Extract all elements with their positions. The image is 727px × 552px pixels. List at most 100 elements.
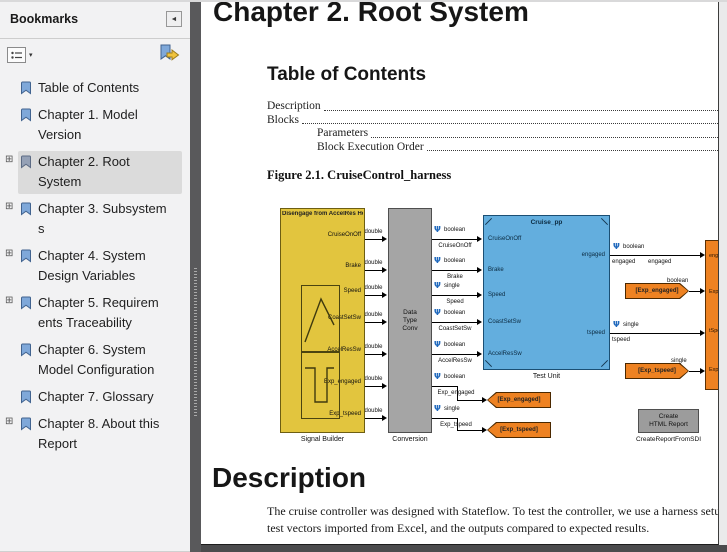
bookmark-icon xyxy=(21,249,31,263)
block-caption: Signal Builder xyxy=(300,436,345,443)
wire-name-label: engaged xyxy=(648,259,672,265)
signal-wire xyxy=(689,371,700,372)
test-point-icon: Ψ xyxy=(613,242,620,251)
signal-wire xyxy=(365,354,384,355)
signal-builder-block: Disengage from AccelRes Ho CruiseOnOff B… xyxy=(280,208,365,433)
signal-wire xyxy=(432,295,478,296)
arrowhead xyxy=(700,330,705,336)
bookmark-item-chapter1[interactable]: Chapter 1. Model Version xyxy=(0,104,190,147)
test-point-icon: Ψ xyxy=(434,256,441,265)
output-port-label: AccelResSw xyxy=(327,347,361,353)
bookmark-icon xyxy=(21,81,31,95)
from-tag-exp-engaged: [Exp_engaged] xyxy=(625,283,689,299)
signal-wire xyxy=(432,354,478,355)
ramp-waveform-icon xyxy=(301,285,340,353)
page-right-margin xyxy=(719,2,727,545)
block-caption: Test Unit xyxy=(532,373,561,380)
arrowhead xyxy=(477,236,482,242)
dropdown-arrow-icon: ▾ xyxy=(29,52,33,59)
arrowhead xyxy=(477,351,482,357)
signal-wire xyxy=(365,270,384,271)
test-point-icon: Ψ xyxy=(434,404,441,413)
test-point-icon: Ψ xyxy=(434,281,441,290)
test-point-icon: Ψ xyxy=(434,308,441,317)
description-line: test vectors imported from Excel, and th… xyxy=(267,521,650,535)
bookmark-options-button[interactable]: ▾ xyxy=(7,47,33,63)
wire-type-label: boolean xyxy=(444,310,466,316)
output-port-label: Exp_tspeed xyxy=(329,411,361,417)
panel-resize-divider[interactable] xyxy=(190,0,201,552)
bookmark-item-chapter8[interactable]: ⊞ Chapter 8. About this Report xyxy=(0,413,190,456)
bookmark-item-chapter3[interactable]: ⊞ Chapter 3. Subsystem s xyxy=(0,198,190,241)
expander-icon[interactable]: ⊞ xyxy=(5,295,14,306)
bookmark-item-chapter5[interactable]: ⊞ Chapter 5. Requirem ents Traceability xyxy=(0,292,190,335)
dot-leader xyxy=(371,127,718,138)
link-badge-icon xyxy=(600,359,609,368)
window-top-edge xyxy=(190,0,727,2)
bookmark-icon xyxy=(21,417,31,431)
signal-wire xyxy=(365,322,384,323)
bookmark-label: Chapter 3. Subsystem s xyxy=(38,201,167,236)
output-port-label: CoastSetSw xyxy=(327,315,361,321)
wire-type-label: boolean xyxy=(623,244,645,250)
wire-name-label: CruiseOnOff xyxy=(438,243,472,249)
output-port-label: engaged xyxy=(581,252,605,258)
wire-name-label: engaged xyxy=(612,259,636,265)
output-port-label: CruiseOnOff xyxy=(327,232,361,238)
bookmark-label: Chapter 5. Requirem ents Traceability xyxy=(38,295,159,330)
bookmark-label: Chapter 6. System Model Configuration xyxy=(38,342,155,377)
bookmark-icon xyxy=(21,390,31,404)
bookmarks-panel-header: Bookmarks ◄ xyxy=(0,2,190,39)
arrowhead xyxy=(382,319,387,325)
signal-wire xyxy=(457,386,458,401)
expander-icon[interactable]: ⊞ xyxy=(5,201,14,212)
signal-wire xyxy=(365,239,384,240)
input-port-label: CoastSetSw xyxy=(488,319,522,325)
expander-icon[interactable]: ⊞ xyxy=(5,248,14,259)
bookmarks-list: Table of Contents Chapter 1. Model Versi… xyxy=(0,77,190,460)
arrowhead xyxy=(477,292,482,298)
pulse-waveform-icon xyxy=(301,351,340,419)
divider-grip xyxy=(194,268,197,418)
output-port-label: Brake xyxy=(345,263,361,269)
from-tag-label: [Exp_engaged] xyxy=(626,284,688,298)
expand-current-bookmark-button[interactable] xyxy=(156,43,180,70)
test-point-icon: Ψ xyxy=(434,372,441,381)
bookmark-label: Table of Contents xyxy=(38,80,140,95)
signal-wire xyxy=(457,400,483,401)
wire-type-label: double xyxy=(364,260,383,266)
document-background xyxy=(201,545,727,552)
bookmarks-panel-title: Bookmarks xyxy=(10,12,79,26)
figure-caption: Figure 2.1. CruiseControl_harness xyxy=(267,168,452,182)
bookmark-item-chapter7[interactable]: Chapter 7. Glossary xyxy=(0,386,190,409)
expander-icon[interactable]: ⊞ xyxy=(5,416,14,427)
arrowhead xyxy=(482,397,487,403)
bookmark-item-chapter2[interactable]: ⊞ Chapter 2. Root System xyxy=(0,151,190,194)
bookmark-item-chapter6[interactable]: Chapter 6. System Model Configuration xyxy=(0,339,190,382)
wire-name-label: Speed xyxy=(446,299,464,305)
create-html-report-block: Create HTML Report xyxy=(638,409,699,433)
wire-type-label: boolean xyxy=(667,278,689,284)
bookmark-item-toc[interactable]: Table of Contents xyxy=(0,77,190,100)
bookmark-label: Chapter 2. Root System xyxy=(38,154,130,189)
bookmark-label: Chapter 4. System Design Variables xyxy=(38,248,146,283)
arrowhead xyxy=(700,368,705,374)
collapse-panel-button[interactable]: ◄ xyxy=(166,11,182,27)
description-paragraph: The cruise controller was designed with … xyxy=(267,503,718,537)
wire-name-label: Exp_tspeed xyxy=(440,422,472,428)
options-list-icon xyxy=(7,47,26,63)
arrowhead xyxy=(382,292,387,298)
expander-icon[interactable]: ⊞ xyxy=(5,154,14,165)
bookmark-label: Chapter 8. About this Report xyxy=(38,416,160,451)
goto-tag-label: [Exp_engaged] xyxy=(488,393,550,407)
bookmark-icon xyxy=(21,202,31,216)
bookmarks-panel: Bookmarks ◄ ▾ Table o xyxy=(0,0,190,552)
input-port-label: Brake xyxy=(488,267,504,273)
description-heading: Description xyxy=(212,462,367,493)
signal-wire xyxy=(432,418,457,419)
signal-wire xyxy=(365,386,384,387)
toc-entry: Block Execution Order xyxy=(267,141,718,155)
signal-wire xyxy=(610,333,700,334)
wire-type-label: single xyxy=(671,358,687,364)
bookmark-item-chapter4[interactable]: ⊞ Chapter 4. System Design Variables xyxy=(0,245,190,288)
